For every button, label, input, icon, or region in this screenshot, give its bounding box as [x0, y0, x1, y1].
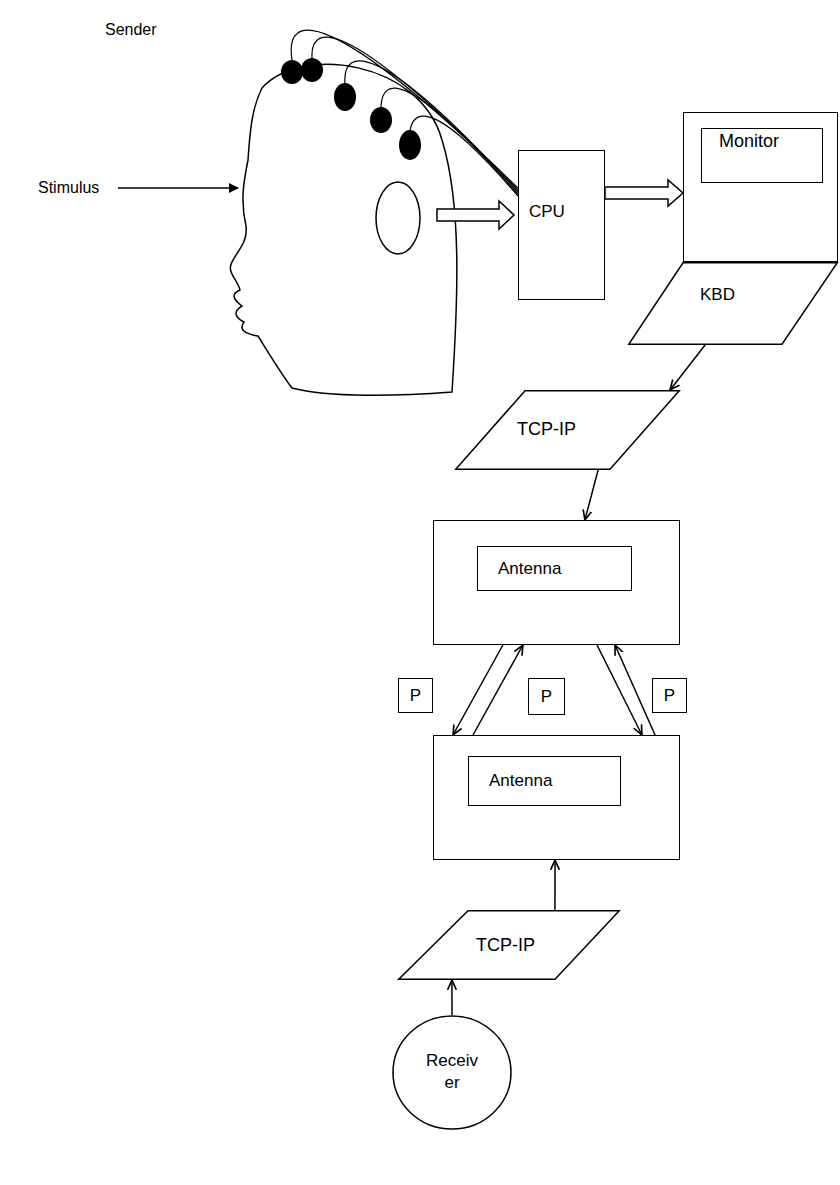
hollow-arrow-connector [605, 180, 683, 206]
arrow-connector [453, 645, 503, 735]
monitor-screen: Monitor [683, 112, 838, 262]
arrow-connector [670, 345, 705, 390]
packet-box: P [652, 678, 687, 713]
electrodes [281, 58, 421, 160]
packet-box: P [528, 678, 565, 715]
stimulus-label: Stimulus [38, 178, 99, 198]
node-text: P [541, 686, 552, 708]
arrow-connector [554, 860, 556, 910]
arrow-connector [615, 645, 655, 735]
receiver-circle: Receiver [392, 1015, 512, 1130]
stimulus-arrow [118, 187, 238, 189]
arrow-connector [451, 980, 453, 1015]
hollow-arrow [437, 201, 514, 229]
node-text: KBD [700, 284, 735, 306]
arrow-connector [585, 470, 598, 520]
arrow-connector [473, 645, 523, 735]
head-outline [230, 64, 457, 395]
packet-box: P [398, 678, 433, 713]
keyboard-parallelogram: KBD [628, 262, 838, 345]
node-text: TCP-IP [476, 934, 535, 956]
node-text: P [664, 685, 675, 707]
node-text: Receiver [422, 1050, 482, 1094]
antenna-box: Antenna [433, 735, 680, 860]
node-text: P [410, 685, 421, 707]
tcpip-parallelogram: TCP-IP [398, 910, 620, 980]
boxed-node-text: Antenna [468, 756, 621, 806]
cpu-box: CPU [518, 150, 605, 300]
ear [376, 182, 420, 254]
circle-outline [392, 1015, 512, 1130]
electrode-wires [291, 30, 518, 196]
sender-label: Sender [105, 20, 157, 40]
antenna-box: Antenna [433, 520, 680, 645]
boxed-node-text: Monitor [701, 128, 823, 183]
boxed-node-text: Antenna [477, 546, 632, 591]
node-text: CPU [529, 201, 565, 223]
tcpip-parallelogram: TCP-IP [455, 390, 680, 470]
node-text: TCP-IP [517, 418, 576, 440]
